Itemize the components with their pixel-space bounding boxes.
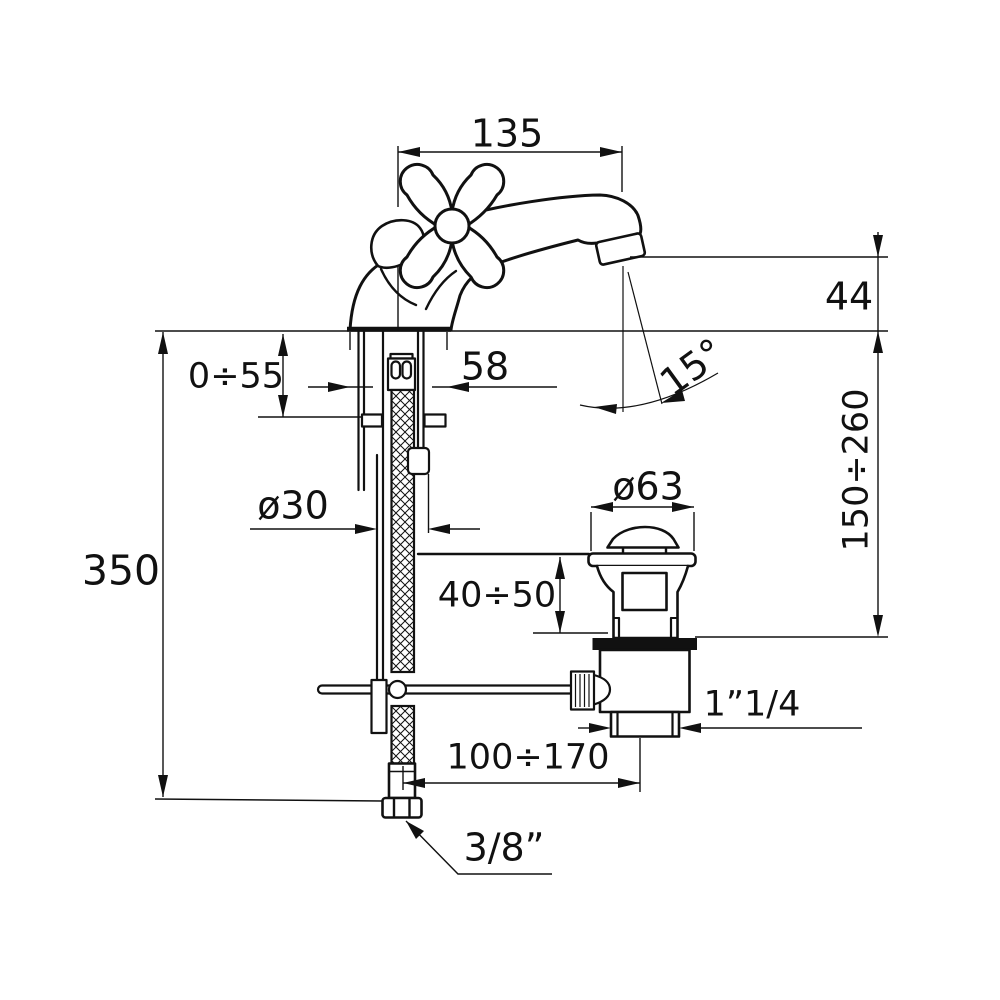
dim-body-width: 58 (308, 332, 557, 392)
body-detail-curve (424, 269, 458, 311)
dim-waste-thread-label: 1”1/4 (704, 684, 801, 724)
knob-knurling (574, 674, 590, 707)
dim-total-height-label: 350 (82, 546, 160, 594)
mounting-slot (401, 360, 413, 380)
dim-spout-height-label: 44 (825, 274, 873, 318)
faucet-body-group (347, 162, 647, 332)
reference-lines (155, 330, 888, 556)
dim-waste-thread: 1”1/4 (578, 684, 862, 733)
dim-body-width-label: 58 (461, 344, 509, 388)
dim-shank-diameter: ø30 (250, 474, 480, 534)
rod-clamp-plate (370, 678, 388, 735)
dim-spout-height: 44 (630, 232, 888, 615)
mounting-slot (390, 360, 402, 380)
dim-supply-thread: 3/8” (405, 820, 552, 875)
rod-adjust-knob (569, 670, 596, 711)
dim-height-range: 150÷260 (695, 389, 888, 638)
dim-basin-thickness: 40÷50 (438, 557, 608, 634)
dim-deck-thickness-label: 0÷55 (188, 356, 284, 396)
dim-rod-reach-label: 100÷170 (447, 737, 610, 777)
waste-body (598, 648, 691, 714)
rod-adjust-knob-body (569, 670, 596, 711)
dim-height-range-label: 150÷260 (836, 389, 876, 552)
hose-end-fitting (406, 446, 431, 476)
dim-deck-thickness: 0÷55 (188, 334, 362, 418)
under-counter-assembly (316, 329, 576, 819)
dim-shank-diameter-label: ø30 (257, 483, 329, 527)
dim-basin-thickness-label: 40÷50 (438, 575, 556, 615)
pop-up-waste-assembly (569, 525, 697, 738)
braided-supply-hose (390, 388, 416, 674)
dim-spout-reach: 135 (397, 111, 623, 331)
waste-tailpiece (609, 710, 681, 738)
dim-spout-reach-label: 135 (471, 111, 544, 155)
cross-handle-hub (433, 207, 471, 245)
waste-cap-dome (606, 525, 680, 549)
fixing-washer-tab (360, 413, 384, 428)
rod-pivot-arc (592, 673, 612, 706)
hose-bottom-fitting (387, 762, 417, 800)
pop-up-horizontal-rod (316, 684, 576, 695)
dim-rod-reach: 100÷170 (402, 737, 641, 792)
fixing-washer-tab (423, 413, 447, 428)
braided-supply-hose (390, 704, 416, 765)
dim-supply-thread-label: 3/8” (464, 825, 545, 869)
dim-waste-cap-diameter-label: ø63 (612, 464, 684, 508)
supply-nut (381, 796, 423, 819)
waste-overflow-window (621, 571, 668, 612)
rod-ball-joint (387, 679, 408, 700)
body-detail-curve (379, 267, 418, 307)
waste-flange (587, 552, 697, 568)
waste-rubber-washer (592, 638, 697, 650)
dim-total-height: 350 (82, 332, 384, 802)
dim-waste-cap-diameter: ø63 (590, 464, 695, 551)
